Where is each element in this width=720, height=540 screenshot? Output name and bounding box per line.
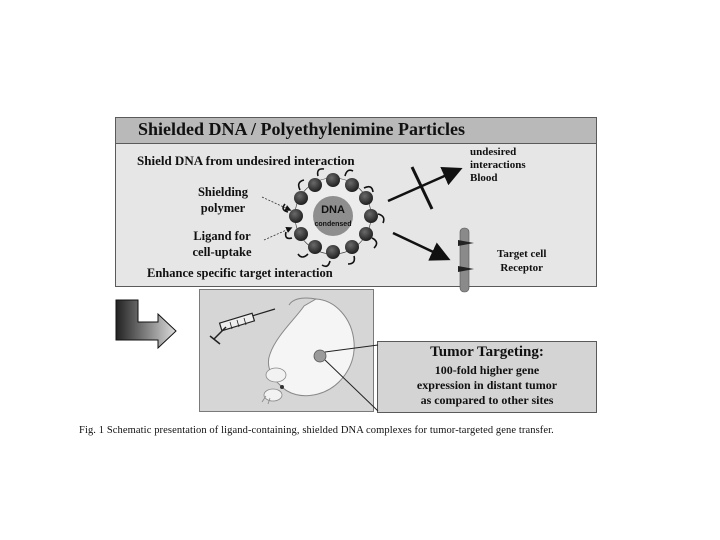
syringe-icon <box>209 308 276 345</box>
shielding-pointer-arrow <box>261 196 292 211</box>
tumor-targeting-box <box>377 341 597 413</box>
diagram-title: Shielded DNA / Polyethylenimine Particle… <box>138 119 465 139</box>
particle-dna-label: DNA <box>321 204 345 216</box>
tumor-pointer-line-top <box>324 344 379 353</box>
receptor-bar-icon <box>459 227 470 293</box>
enhance-heading: Enhance specific target interaction <box>147 266 333 280</box>
ligand-pointer-arrow <box>263 227 293 241</box>
tumor-heading: Tumor Targeting: <box>430 344 544 360</box>
figure-caption: Fig. 1 Schematic presentation of ligand-… <box>79 425 554 436</box>
undesired-label: undesired interactions Blood <box>470 146 526 184</box>
dna-particle-icon <box>282 168 385 268</box>
tumor-description: 100-fold higher gene expression in dista… <box>416 363 558 407</box>
tumor-pointer-line-bottom <box>324 359 379 412</box>
target-label: Target cell Receptor <box>497 248 547 274</box>
undesired-arrow <box>387 166 463 203</box>
tumor-icon <box>313 349 327 363</box>
shielding-polymer-label: Shielding polymer <box>197 185 249 215</box>
shield-heading: Shield DNA from undesired interaction <box>137 153 355 168</box>
title-bar <box>115 117 597 144</box>
particle-condensed-label: condensed <box>315 221 352 228</box>
ligand-label: Ligand for cell-uptake <box>192 229 252 259</box>
target-arrow <box>392 231 451 261</box>
block-cross-icon <box>410 166 434 210</box>
bent-arrow-icon <box>115 299 177 350</box>
mouse-icon <box>261 297 355 405</box>
receptor-marker-icon <box>458 240 474 272</box>
